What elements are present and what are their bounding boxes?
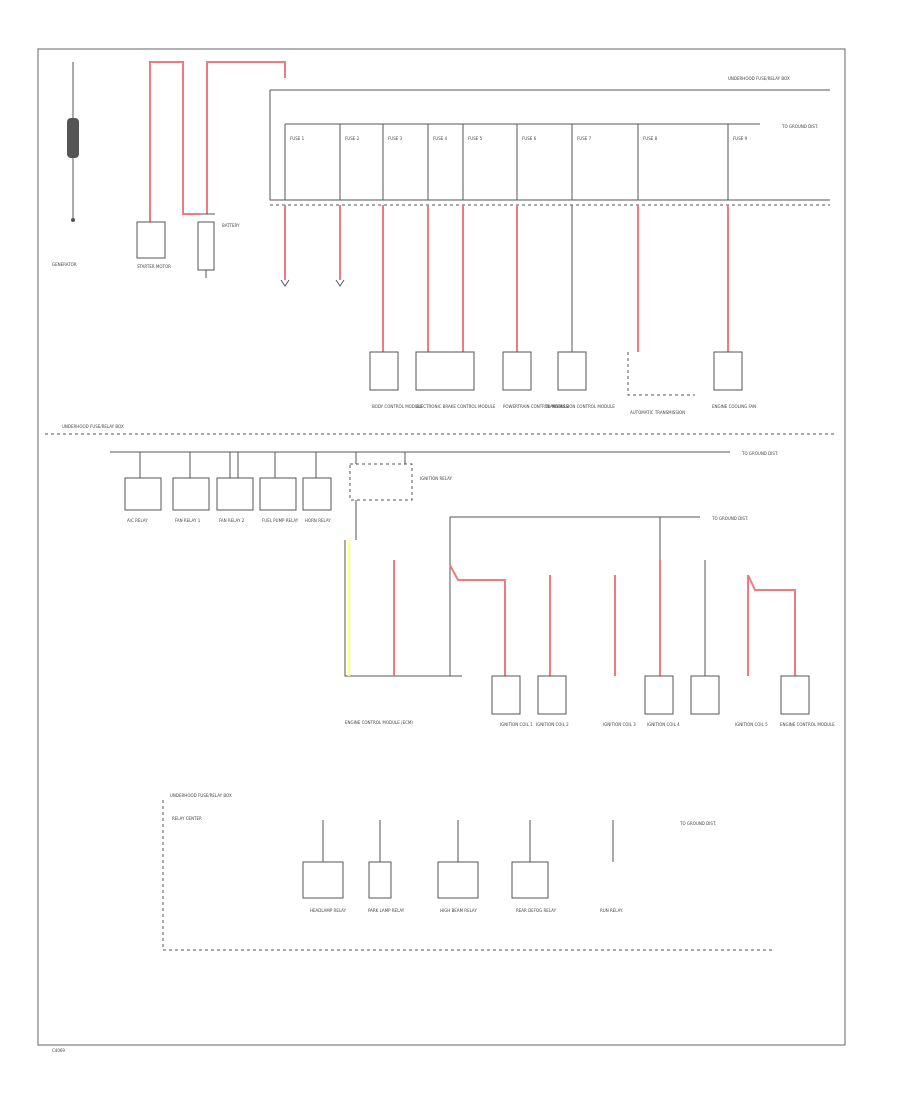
ecm-label: ENGINE CONTROL MODULE (ECM) xyxy=(345,720,413,725)
fuse-label: FUSE 6 xyxy=(522,136,537,141)
fuse-label: FUSE 2 xyxy=(345,136,360,141)
fuse-label: FUSE 9 xyxy=(733,136,748,141)
ground-label-mid: TO GROUND DIST. xyxy=(741,451,778,456)
battery-feed-wire xyxy=(149,61,200,222)
generator-label: GENERATOR xyxy=(52,262,77,267)
relay-label: A/C RELAY xyxy=(127,518,148,523)
relay-label: FAN RELAY 2 xyxy=(219,518,245,523)
relay-label: RUN RELAY xyxy=(600,908,623,913)
starter-motor: STARTER MOTOR xyxy=(136,221,171,269)
fuse-label: FUSE 5 xyxy=(468,136,483,141)
footer-code: C4069 xyxy=(52,1048,65,1053)
fuse-label: FUSE 4 xyxy=(433,136,448,141)
starter-label: STARTER MOTOR xyxy=(137,264,171,269)
mid-relays: A/C RELAY FAN RELAY 1 FAN RELAY 2 FUEL P… xyxy=(124,452,332,523)
coil-label: IGNITION COIL 1 xyxy=(500,722,533,727)
ground-label-top: TO GROUND DIST. xyxy=(781,124,818,129)
battery: BATTERY xyxy=(197,213,240,278)
module-label: ENGINE COOLING FAN xyxy=(712,404,756,409)
relay-label: FUEL PUMP RELAY xyxy=(262,518,299,523)
relay-label: HIGH BEAM RELAY xyxy=(440,908,477,913)
fuse-box-outline-top xyxy=(269,90,830,201)
fuse-box-label-bottom: UNDERHOOD FUSE/RELAY BOX xyxy=(170,793,232,798)
coil-label: IGNITION COIL 5 xyxy=(735,722,768,727)
ground-label-bottom: TO GROUND DIST. xyxy=(679,821,716,826)
diagram-border xyxy=(37,48,846,1046)
fuse-label: FUSE 1 xyxy=(290,136,305,141)
relay-label: FAN RELAY 1 xyxy=(175,518,201,523)
module-label: POWERTRAIN CONTROL MODULE xyxy=(503,404,569,409)
module-label: TRANSMISSION CONTROL MODULE xyxy=(544,404,615,409)
fuse-label: FUSE 3 xyxy=(388,136,403,141)
relay-center-label: RELAY CENTER xyxy=(172,816,202,821)
coil-label: IGNITION COIL 2 xyxy=(536,722,569,727)
main-feed-wire xyxy=(206,61,286,214)
relay-label: HORN RELAY xyxy=(305,518,331,523)
bottom-relays: HEADLAMP RELAY PARK LAMP RELAY HIGH BEAM… xyxy=(302,820,623,913)
relay-label: PARK LAMP RELAY xyxy=(368,908,405,913)
fuse-box-label-mid: UNDERHOOD FUSE/RELAY BOX xyxy=(62,424,124,429)
top-fuse-labels: FUSE 1 FUSE 2 FUSE 3 FUSE 4 FUSE 5 FUSE … xyxy=(290,136,748,141)
module-label: ELECTRONIC BRAKE CONTROL MODULE xyxy=(416,404,496,409)
module-label: BODY CONTROL MODULE xyxy=(372,404,423,409)
coil-label: ENGINE CONTROL MODULE xyxy=(780,722,835,727)
relay-label: HEADLAMP RELAY xyxy=(310,908,347,913)
generator: GENERATOR xyxy=(52,62,79,267)
module-label: AUTOMATIC TRANSMISSION xyxy=(630,410,685,415)
fuse-label: FUSE 8 xyxy=(643,136,658,141)
arrow-markers xyxy=(280,279,345,287)
coil-label: IGNITION COIL 3 xyxy=(603,722,636,727)
battery-label: BATTERY xyxy=(222,223,240,228)
relay-label: REAR DEFOG RELAY xyxy=(516,908,557,913)
top-modules: BODY CONTROL MODULE ELECTRONIC BRAKE CON… xyxy=(369,351,756,415)
fuse-box-outline-bottom xyxy=(162,800,775,951)
output-wire xyxy=(747,574,796,676)
output-wire xyxy=(449,564,506,676)
ignition-relay-label: IGNITION RELAY xyxy=(420,476,453,481)
ignition-coils: IGNITION COIL 1 IGNITION COIL 2 IGNITION… xyxy=(491,675,835,727)
coil-label: IGNITION COIL 4 xyxy=(647,722,680,727)
ignition-relay: IGNITION RELAY xyxy=(349,452,453,540)
ground-label-low: TO GROUND DIST. xyxy=(711,516,748,521)
top-fuse-circuits xyxy=(284,124,729,200)
fuse-label: FUSE 7 xyxy=(577,136,592,141)
fuse-box-label-top: UNDERHOOD FUSE/RELAY BOX xyxy=(728,76,790,81)
